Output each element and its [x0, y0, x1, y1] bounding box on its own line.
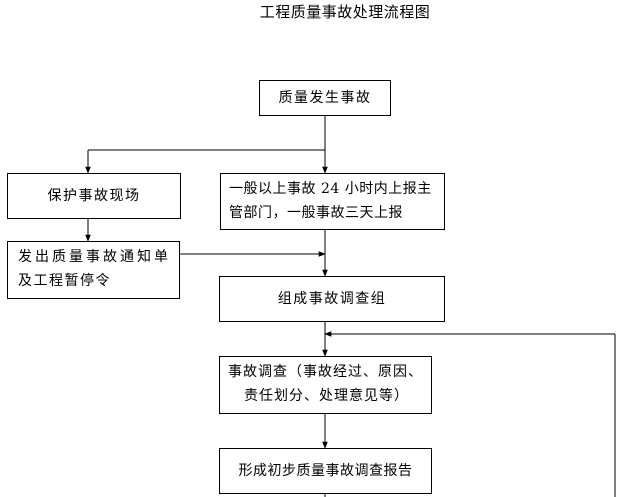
- node-form-team: 组成事故调查组: [219, 276, 445, 322]
- node-protect-scene: 保护事故现场: [7, 173, 181, 219]
- investigation-line-2: 责任划分、处理意见等）: [244, 388, 409, 404]
- node-report-authority: 一般以上事故 24 小时内上报主 管部门，一般事故三天上报: [220, 173, 445, 230]
- page-title: 工程质量事故处理流程图: [259, 3, 431, 21]
- node-issue-notice: 发出质量事故通知单 及工程暂停令: [7, 241, 180, 299]
- node-investigation: 事故调查（事故经过、原因、 责任划分、处理意见等）: [219, 356, 432, 414]
- node-preliminary-report: 形成初步质量事故调查报告: [219, 448, 432, 494]
- report-line-1: 一般以上事故 24 小时内上报主: [229, 181, 432, 197]
- investigation-line-1: 事故调查（事故经过、原因、: [228, 364, 423, 380]
- node-accident: 质量发生事故: [259, 80, 391, 116]
- notice-line-1: 发出质量事故通知单: [18, 249, 171, 265]
- report-line-2: 管部门，一般事故三天上报: [229, 205, 403, 221]
- notice-line-2: 及工程暂停令: [18, 273, 111, 289]
